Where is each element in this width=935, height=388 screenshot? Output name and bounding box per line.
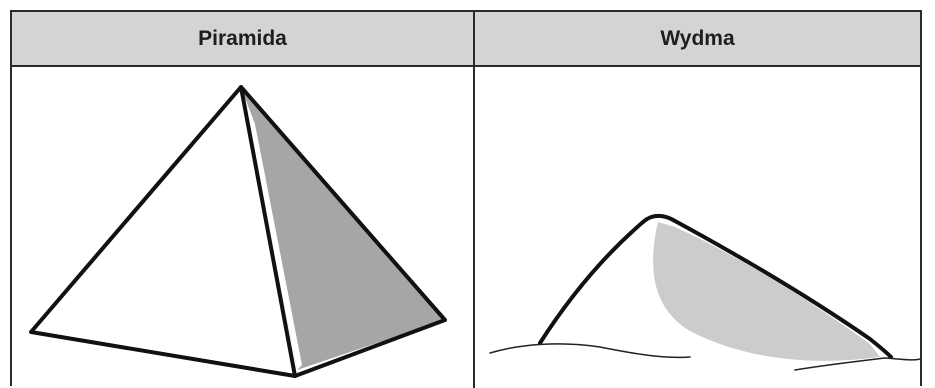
dune-drawing xyxy=(475,69,920,388)
dune-shaded-side xyxy=(653,222,880,361)
header-pyramid: Piramida xyxy=(12,12,475,65)
table-header-row: Piramida Wydma xyxy=(12,12,920,67)
header-dune: Wydma xyxy=(475,12,920,65)
dune-cell xyxy=(475,69,920,388)
pyramid-cell xyxy=(12,69,473,388)
comparison-table: Piramida Wydma xyxy=(10,10,922,386)
pyramid-drawing xyxy=(12,69,473,388)
ground-line-left xyxy=(490,344,690,358)
